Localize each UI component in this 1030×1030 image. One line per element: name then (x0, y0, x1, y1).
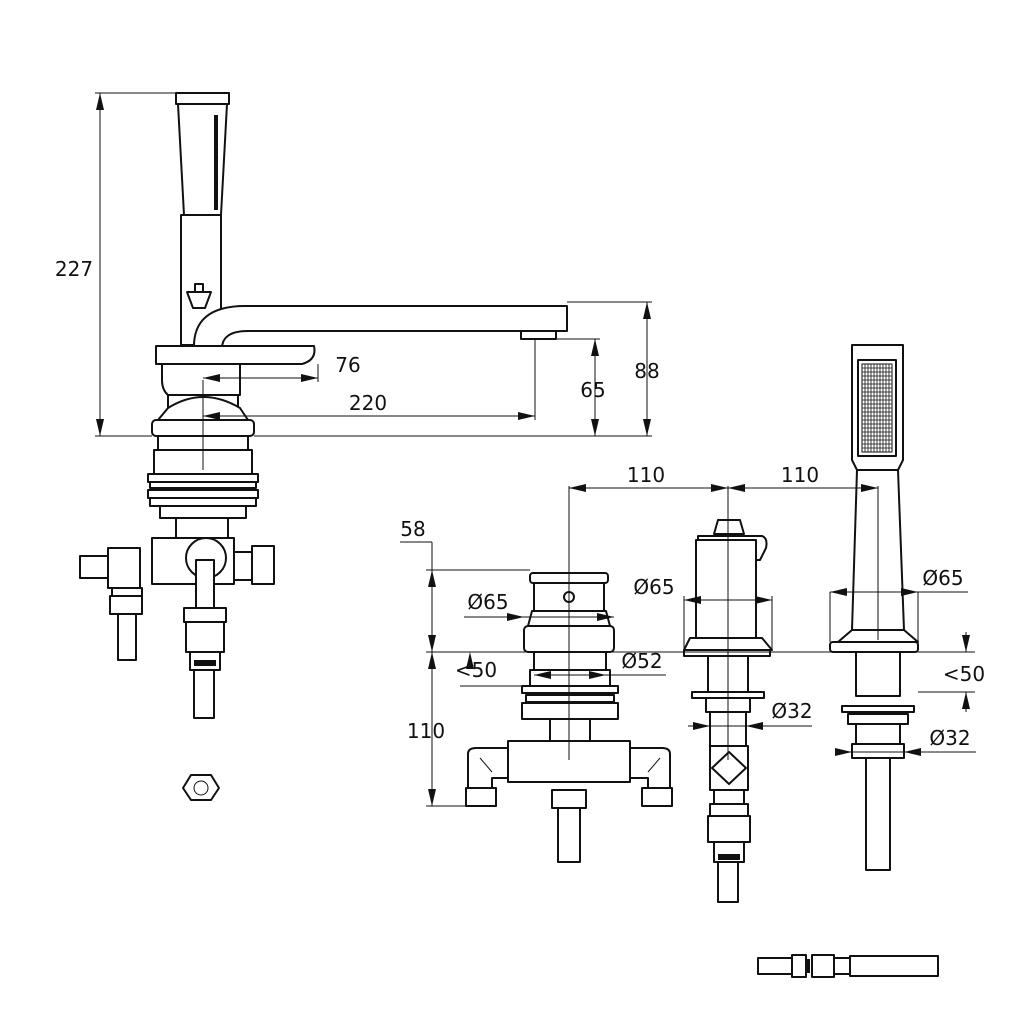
dim-58 (400, 541, 530, 652)
dim-dia32-handshower (835, 748, 976, 756)
dim-lt50-left (460, 652, 530, 687)
dim-58-label: 58 (400, 517, 425, 541)
dim-dia52-label: Ø52 (621, 649, 662, 673)
dim-76 (203, 364, 319, 382)
dim-65-spout-label: 65 (580, 378, 605, 402)
dim-dia65-handshower-label: Ø65 (922, 566, 963, 590)
dim-110-right-label: 110 (781, 463, 819, 487)
dim-227 (95, 92, 176, 437)
dim-lt50-left-label: <50 (455, 658, 497, 682)
dim-227-label: 227 (55, 257, 93, 281)
dim-dia65-mixer-label: Ø65 (633, 575, 674, 599)
spray-face-grid (861, 363, 893, 453)
handshower (829, 344, 919, 871)
dim-dia32-mixer (688, 722, 812, 730)
dim-220-label: 220 (349, 391, 387, 415)
dim-88 (567, 301, 652, 436)
dim-110-right (728, 484, 878, 492)
dim-220 (203, 412, 535, 420)
hose-connector (757, 954, 939, 978)
dim-dia32-handshower-label: Ø32 (929, 726, 970, 750)
dim-110-left (569, 484, 728, 492)
dim-dia65-mixer (683, 596, 773, 650)
dim-88-label: 88 (634, 359, 659, 383)
handshower-spray-holes (214, 115, 218, 210)
diverter-valve (465, 572, 673, 863)
dim-dia32-mixer-label: Ø32 (771, 699, 812, 723)
dim-65-spout (556, 338, 600, 436)
dim-lt50-right (918, 632, 975, 712)
dim-lt50-right-label: <50 (943, 662, 985, 686)
dim-110-depth (426, 652, 466, 807)
dim-dia65-diverter (464, 613, 614, 621)
dim-76-label: 76 (335, 353, 360, 377)
dim-110-depth-label: 110 (407, 719, 445, 743)
dim-dia52 (534, 671, 666, 679)
dim-dia65-handshower (829, 588, 968, 642)
spout-assembly (79, 92, 568, 801)
dim-110-left-label: 110 (627, 463, 665, 487)
dim-dia65-diverter-label: Ø65 (467, 590, 508, 614)
